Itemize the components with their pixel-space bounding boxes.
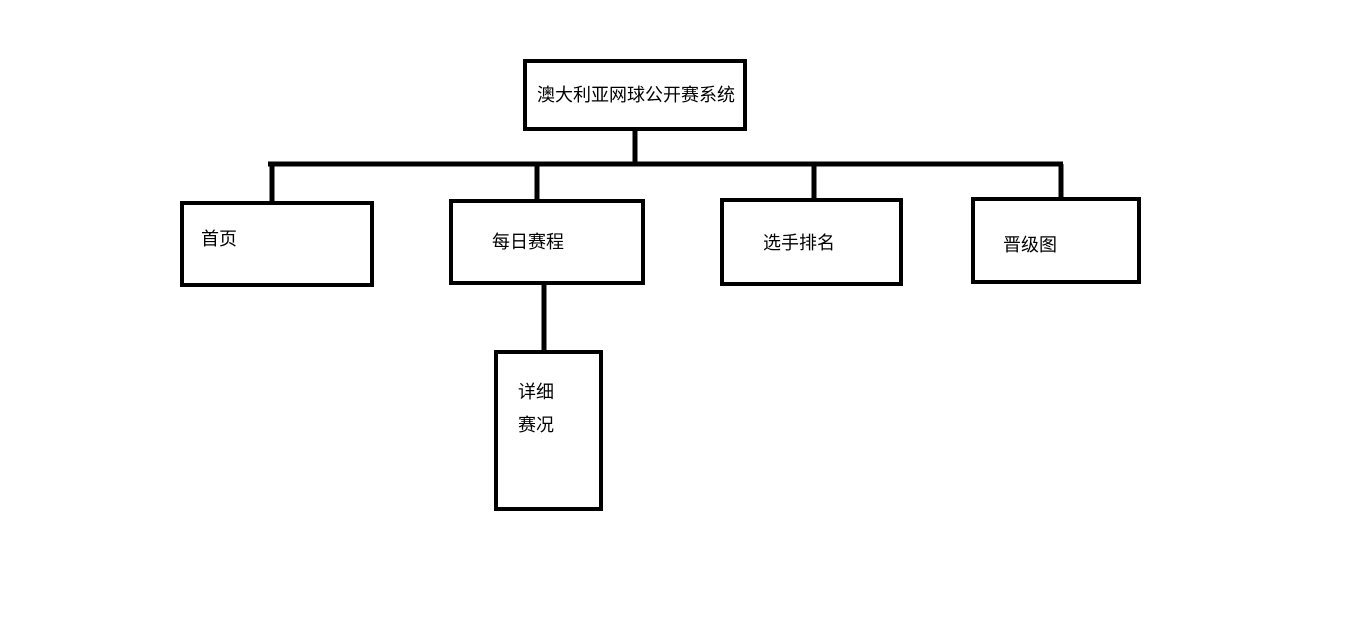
root-node-label: 澳大利亚网球公开赛系统: [537, 85, 735, 106]
node-bracket-box: 晋级图: [971, 197, 1141, 284]
node-schedule-label: 每日赛程: [492, 232, 564, 253]
child-detail-line-2: 赛况: [518, 415, 554, 436]
node-bracket-label: 晋级图: [1003, 235, 1057, 256]
node-ranking-label: 选手排名: [763, 233, 835, 254]
child-detail-box: 详细 赛况: [494, 350, 603, 511]
node-home-box: 首页: [180, 201, 374, 287]
root-node-box: 澳大利亚网球公开赛系统: [523, 59, 747, 131]
child-detail-line-1: 详细: [518, 382, 554, 403]
node-home-label: 首页: [201, 229, 237, 250]
node-schedule-box: 每日赛程: [449, 199, 645, 285]
child-detail-label: 详细 赛况: [518, 376, 554, 442]
node-ranking-box: 选手排名: [720, 198, 903, 286]
